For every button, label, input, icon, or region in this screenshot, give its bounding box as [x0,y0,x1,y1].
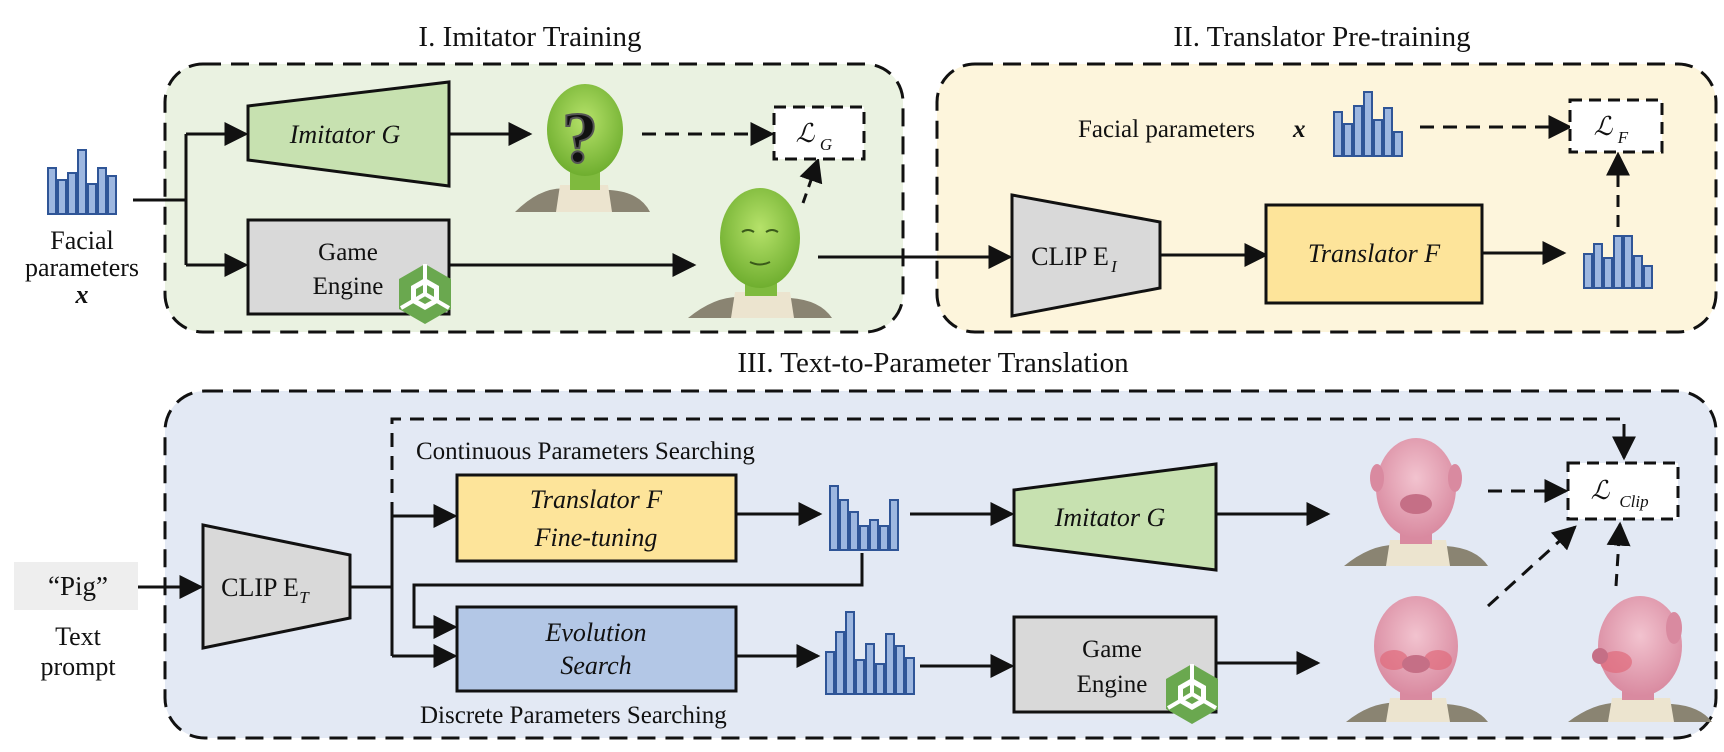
connectors-section1 [133,122,823,277]
game-engine-3-line1: Game [1082,636,1142,663]
green-face-rendered-image [688,188,832,318]
game-engine-1-line2: Engine [313,273,384,300]
clip-et-subscript: T [299,588,310,607]
imitator-g-3-label: Imitator G [1054,503,1166,532]
section-title-translator-pretraining: II. Translator Pre-training [1173,21,1470,53]
facial-label-x: x [75,280,89,309]
pig-face-engine-image-front [1346,596,1488,722]
game-engine-3-line2: Engine [1077,671,1148,698]
loss-clip-symbol: ℒ [1591,476,1611,505]
translator-f-block [1264,203,1484,305]
facial-params-inline-x: x [1292,116,1306,143]
facial-label-line2: parameters [25,253,139,282]
translator-f-label: Translator F [1308,239,1441,268]
section-title-imitator-training: I. Imitator Training [418,21,641,53]
clip-ei-label: CLIP E [1031,242,1109,271]
imitator-g-label: Imitator G [289,120,401,149]
pig-face-imitator-image [1344,438,1488,566]
connectors-section2 [1160,115,1630,267]
loss-f-box [1568,98,1664,154]
clip-et-block [201,523,352,650]
text-prompt-line1: Text [55,622,102,651]
imitator-g-block-3 [1012,462,1218,572]
text-prompt-line2: prompt [40,652,116,681]
histogram-facial-input [47,149,117,215]
connectors-section3 [138,417,1636,678]
facial-params-inline-label: Facial parameters [1078,116,1255,143]
evolution-line2: Search [560,651,631,680]
clip-ei-block [1010,193,1162,318]
game-engine-1-line1: Game [318,239,378,266]
evolution-line1: Evolution [544,618,646,647]
prompt-box [14,562,138,610]
question-mark-icon: ? [562,98,598,178]
facial-label-line1: Facial [50,226,114,255]
translator-ft-line2: Fine-tuning [534,523,658,552]
loss-clip-subscript: Clip [1619,492,1648,511]
translator-ft-line1: Translator F [530,485,663,514]
section-title-text-to-parameter: III. Text-to-Parameter Translation [737,347,1129,379]
loss-g-symbol: ℒ [796,119,816,148]
histogram-continuous [829,485,899,551]
imitator-g-block [246,80,451,188]
clip-et-label: CLIP E [221,573,299,602]
loss-g-box [772,105,866,161]
loss-clip-box [1566,461,1680,521]
pig-face-engine-image-side [1568,596,1712,722]
loss-f-symbol: ℒ [1594,112,1614,141]
histogram-discrete [825,611,915,695]
clip-ei-subscript: I [1110,257,1118,276]
histogram-predicted [1583,235,1653,289]
green-face-unknown-image: ? [515,84,650,212]
evolution-search-block [455,605,738,693]
loss-g-subscript: G [820,135,832,154]
continuous-search-label: Continuous Parameters Searching [416,438,755,465]
discrete-search-label: Discrete Parameters Searching [420,702,727,729]
loss-f-subscript: F [1617,128,1629,147]
translator-ft-block [455,473,738,563]
prompt-text: “Pig” [48,571,108,601]
histogram-ground-truth [1333,91,1403,157]
